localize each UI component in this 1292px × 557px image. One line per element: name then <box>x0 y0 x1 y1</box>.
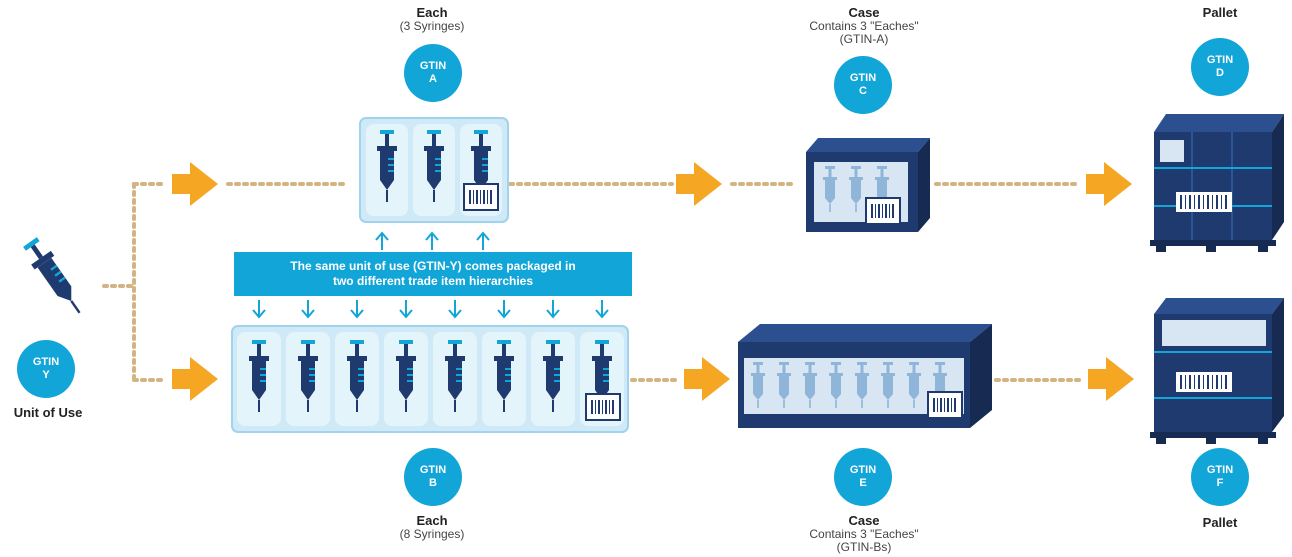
each-bottom-title: Each <box>416 513 448 528</box>
case-box-icon <box>738 324 992 428</box>
each-top-subtitle: (3 Syringes) <box>399 19 465 33</box>
case-top-subtitle: Contains 3 "Eaches" <box>809 19 919 33</box>
case-bottom-label: Case Contains 3 "Eaches" (GTIN-Bs) <box>774 514 954 554</box>
case-box-icon <box>806 138 930 232</box>
case-top-subtitle2: (GTIN-A) <box>839 32 889 46</box>
pallet-bottom-label: Pallet <box>1180 516 1260 530</box>
dotted-connectors <box>102 182 1084 382</box>
blister-pack-3-icon <box>359 117 509 223</box>
pallet-icon <box>1150 114 1284 252</box>
each-bottom-subtitle: (8 Syringes) <box>399 527 465 541</box>
case-bottom-subtitle: Contains 3 "Eaches" <box>809 527 919 541</box>
each-bottom-label: Each (8 Syringes) <box>372 514 492 541</box>
case-top-label: Case Contains 3 "Eaches" (GTIN-A) <box>774 6 954 46</box>
unit-of-use-caption: Unit of Use <box>13 405 83 420</box>
down-arrows <box>252 299 609 318</box>
up-arrows <box>375 232 490 251</box>
case-bottom-title: Case <box>848 513 880 528</box>
case-top-title: Case <box>848 5 880 20</box>
pallet-top-title: Pallet <box>1202 5 1238 20</box>
pallet-top-label: Pallet <box>1180 6 1260 20</box>
hierarchy-banner: The same unit of use (GTIN-Y) comes pack… <box>234 252 632 296</box>
each-top-title: Each <box>416 5 448 20</box>
banner-line-2: two different trade item hierarchies <box>332 274 534 288</box>
banner-line-1: The same unit of use (GTIN-Y) comes pack… <box>290 259 576 273</box>
each-top-label: Each (3 Syringes) <box>372 6 492 33</box>
blister-pack-8-icon <box>231 325 629 433</box>
syringe-icon <box>20 235 90 320</box>
pallet-icon <box>1150 298 1284 444</box>
pallet-bottom-title: Pallet <box>1202 515 1238 530</box>
case-bottom-subtitle2: (GTIN-Bs) <box>836 540 892 554</box>
